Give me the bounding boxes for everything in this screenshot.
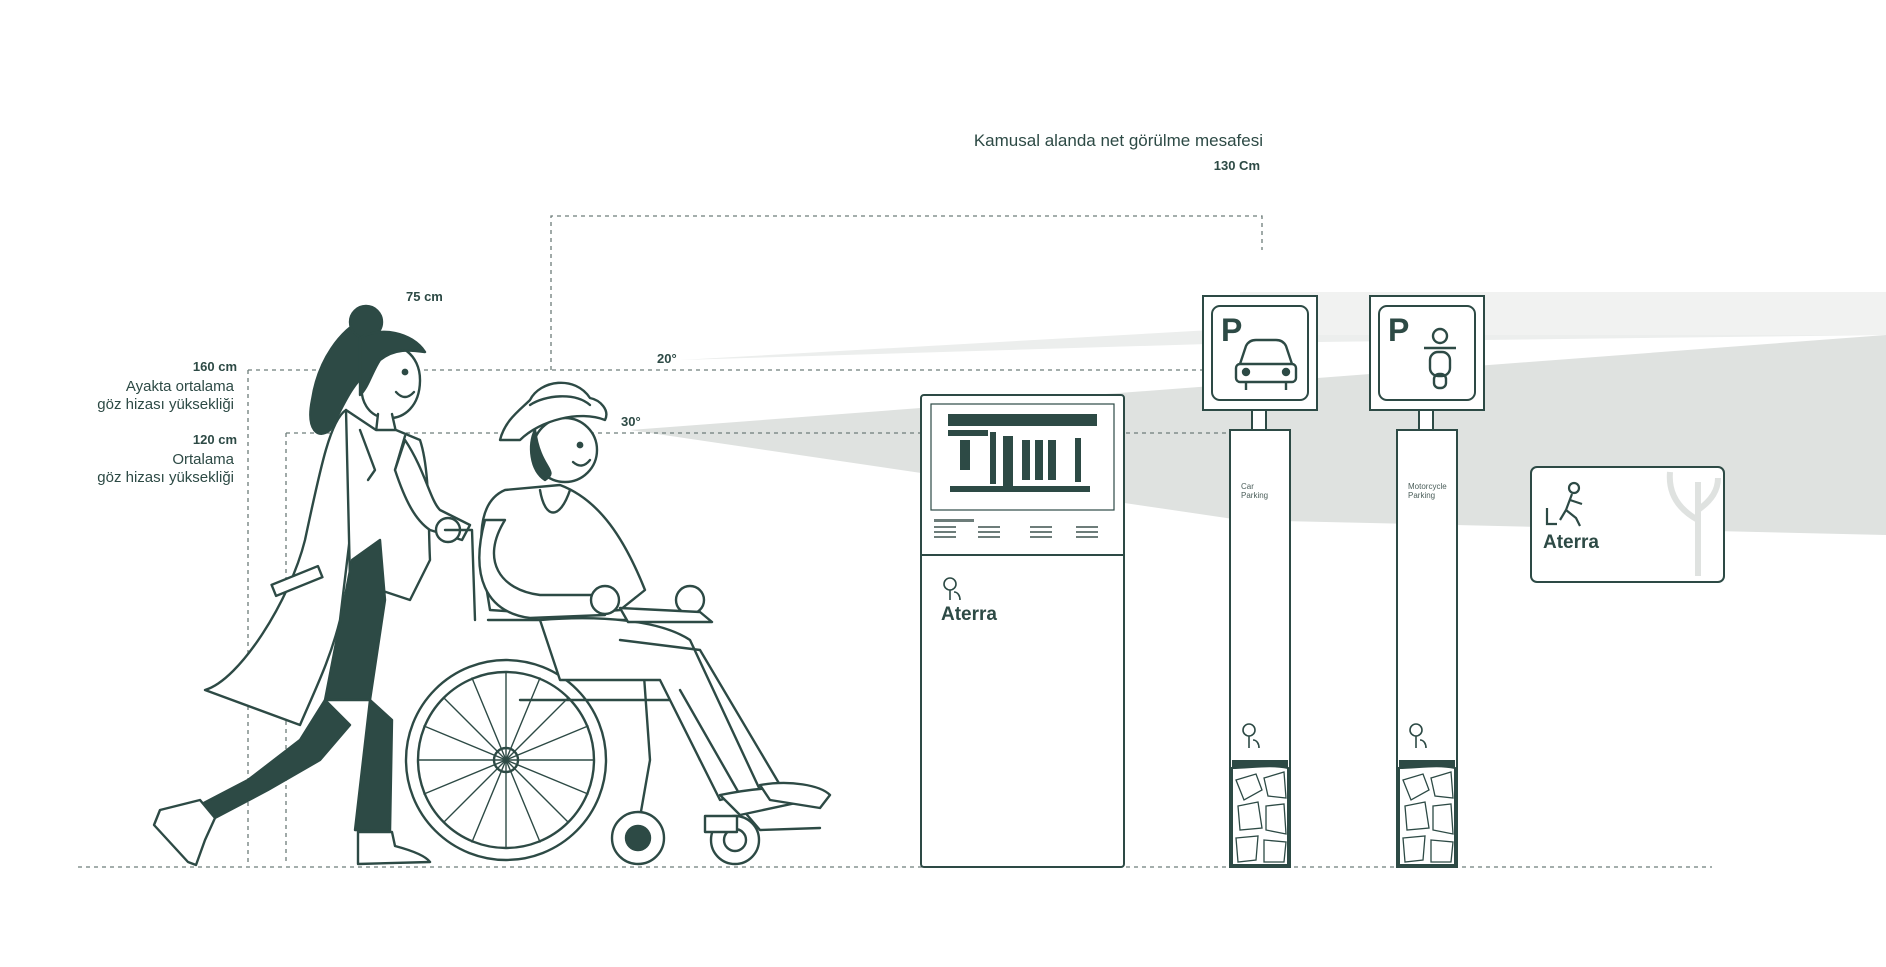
- standing-eye-label-line2: göz hizası yüksekliği: [97, 396, 234, 413]
- car-post-pattern: [1235, 771, 1287, 863]
- wheelchair-user-illustration: [404, 381, 832, 866]
- car-icon: [1234, 338, 1298, 390]
- seated-angle-label: 30°: [621, 414, 641, 429]
- moto-sign-letter: P: [1388, 312, 1410, 348]
- kiosk-tree-icon: [943, 577, 961, 601]
- car-post-tree-icon: [1242, 723, 1260, 749]
- wall-sign-tree-watermark: [1666, 471, 1721, 576]
- moto-post-tree-icon: [1409, 723, 1427, 749]
- motorcycle-parking-sign: [1369, 295, 1485, 868]
- kiosk-legend-lines: [934, 519, 1098, 538]
- seated-eye-label-line1: Ortalama: [172, 451, 234, 468]
- standing-eye-label-line1: Ayakta ortalama: [125, 378, 234, 395]
- car-sign-letter: P: [1221, 312, 1243, 348]
- seated-eye-height: 120 cm: [192, 432, 237, 447]
- seated-eye-label-line2: göz hizası yüksekliği: [97, 469, 234, 486]
- kiosk-brand: Aterra: [941, 604, 997, 625]
- accessible-walk-icon: [1545, 481, 1583, 527]
- moto-post-pattern: [1402, 771, 1454, 863]
- motorcycle-icon: [1424, 327, 1456, 390]
- distance-75-label: 75 cm: [406, 289, 443, 304]
- wall-sign-brand: Aterra: [1543, 532, 1599, 553]
- wall-sign: [1530, 466, 1725, 583]
- kiosk-map-blocks: [948, 430, 1090, 492]
- moto-post-text-line2: Parking: [1408, 491, 1436, 500]
- standing-person-illustration: [152, 304, 472, 867]
- car-post-text-line1: Car: [1241, 482, 1254, 491]
- visibility-distance-title: Kamusal alanda net görülme mesafesi: [973, 131, 1263, 150]
- standing-angle-label: 20°: [657, 351, 677, 366]
- car-post-text-line2: Parking: [1241, 491, 1269, 500]
- visibility-distance-value: 130 Cm: [1213, 158, 1260, 173]
- visibility-distance-bracket: [550, 215, 1263, 370]
- car-parking-sign: [1202, 295, 1318, 868]
- standing-eye-height: 160 cm: [192, 359, 237, 374]
- map-kiosk: [920, 394, 1125, 868]
- moto-post-text-line1: Motorcycle: [1408, 482, 1447, 491]
